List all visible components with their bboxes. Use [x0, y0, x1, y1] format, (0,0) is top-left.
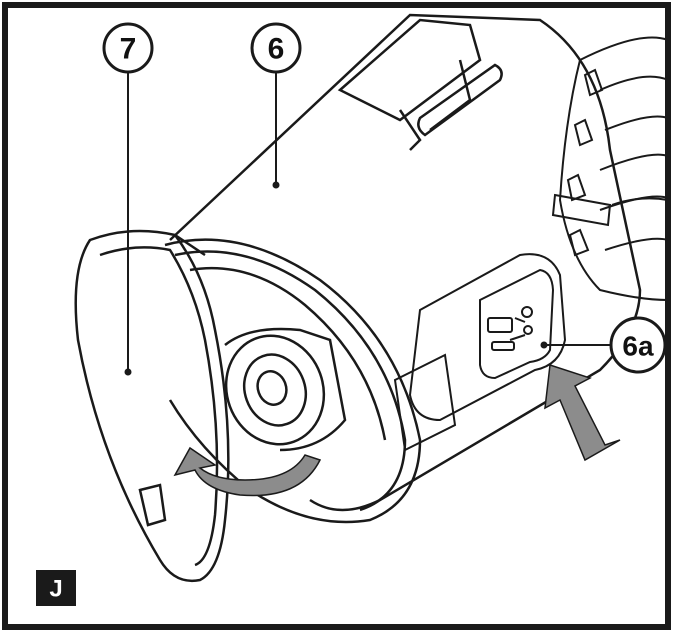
leader-dot-6 [272, 181, 280, 189]
callout-6: 6 [250, 22, 302, 74]
panel-letter-badge: J [36, 570, 76, 606]
open-direction-arrow [173, 446, 322, 497]
leader-dot-7 [124, 368, 132, 376]
callout-6a: 6a [609, 316, 667, 374]
filter-cage [551, 36, 669, 302]
callout-6a-label: 6a [622, 331, 654, 362]
callout-7: 7 [102, 22, 154, 74]
callout-7-label: 7 [120, 33, 137, 66]
leader-dot-6a [540, 341, 548, 349]
dust-container-body [169, 13, 642, 512]
release-latch [393, 253, 567, 452]
push-direction-arrow [544, 364, 621, 462]
panel-letter: J [49, 576, 62, 603]
hinged-lid [74, 229, 230, 583]
callout-6-label: 6 [268, 33, 285, 66]
